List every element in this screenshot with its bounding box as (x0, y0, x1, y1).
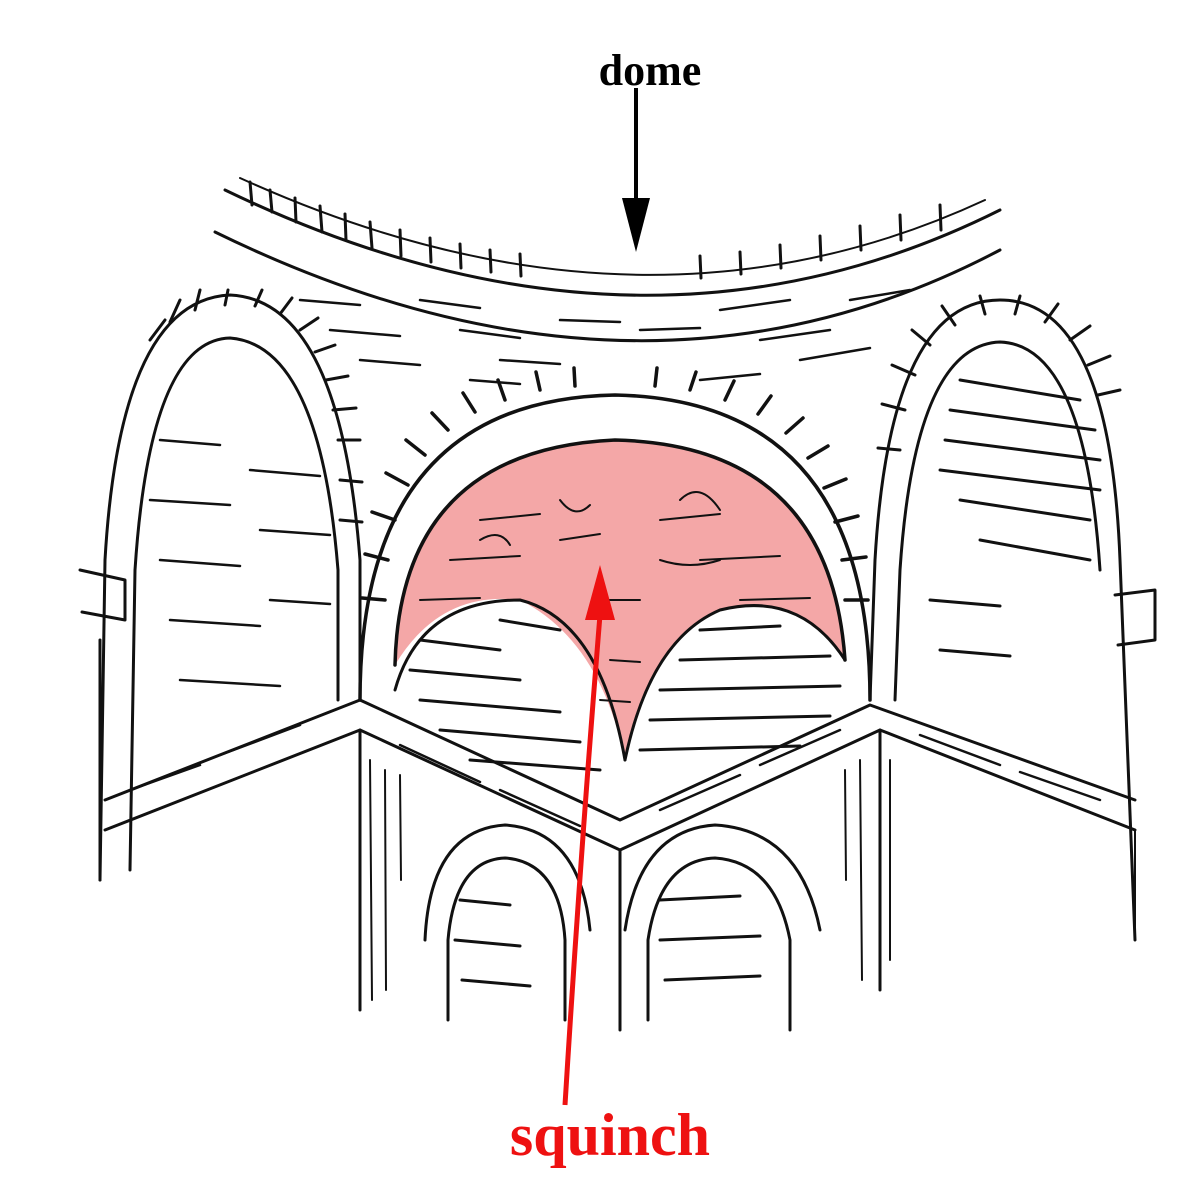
right-arch-shading (928, 378, 1102, 658)
central-arch (358, 393, 872, 702)
squinch-shading (419, 491, 811, 703)
drum-band (298, 288, 912, 386)
left-arch-voussoirs (148, 288, 364, 524)
squinch-label: squinch (510, 1102, 710, 1168)
dome-hatching (248, 180, 943, 280)
cornice (103, 698, 1137, 1032)
squinch-arrow (562, 565, 615, 1106)
left-arch-shading (148, 438, 332, 688)
cornice-shading (128, 723, 1102, 828)
right-lower-semidome (623, 604, 847, 762)
dome-ring (213, 177, 1002, 343)
right-arch-voussoirs (876, 294, 1122, 452)
left-arch (78, 293, 362, 882)
right-arch (868, 298, 1157, 942)
lower-right-small-arch (623, 823, 822, 1032)
dome-label: dome (599, 46, 702, 95)
lower-left-small-arch (423, 823, 592, 1022)
central-arch-voussoirs (360, 366, 870, 602)
dome-arrow (622, 88, 650, 252)
lower-wall-shading (369, 759, 1136, 1001)
